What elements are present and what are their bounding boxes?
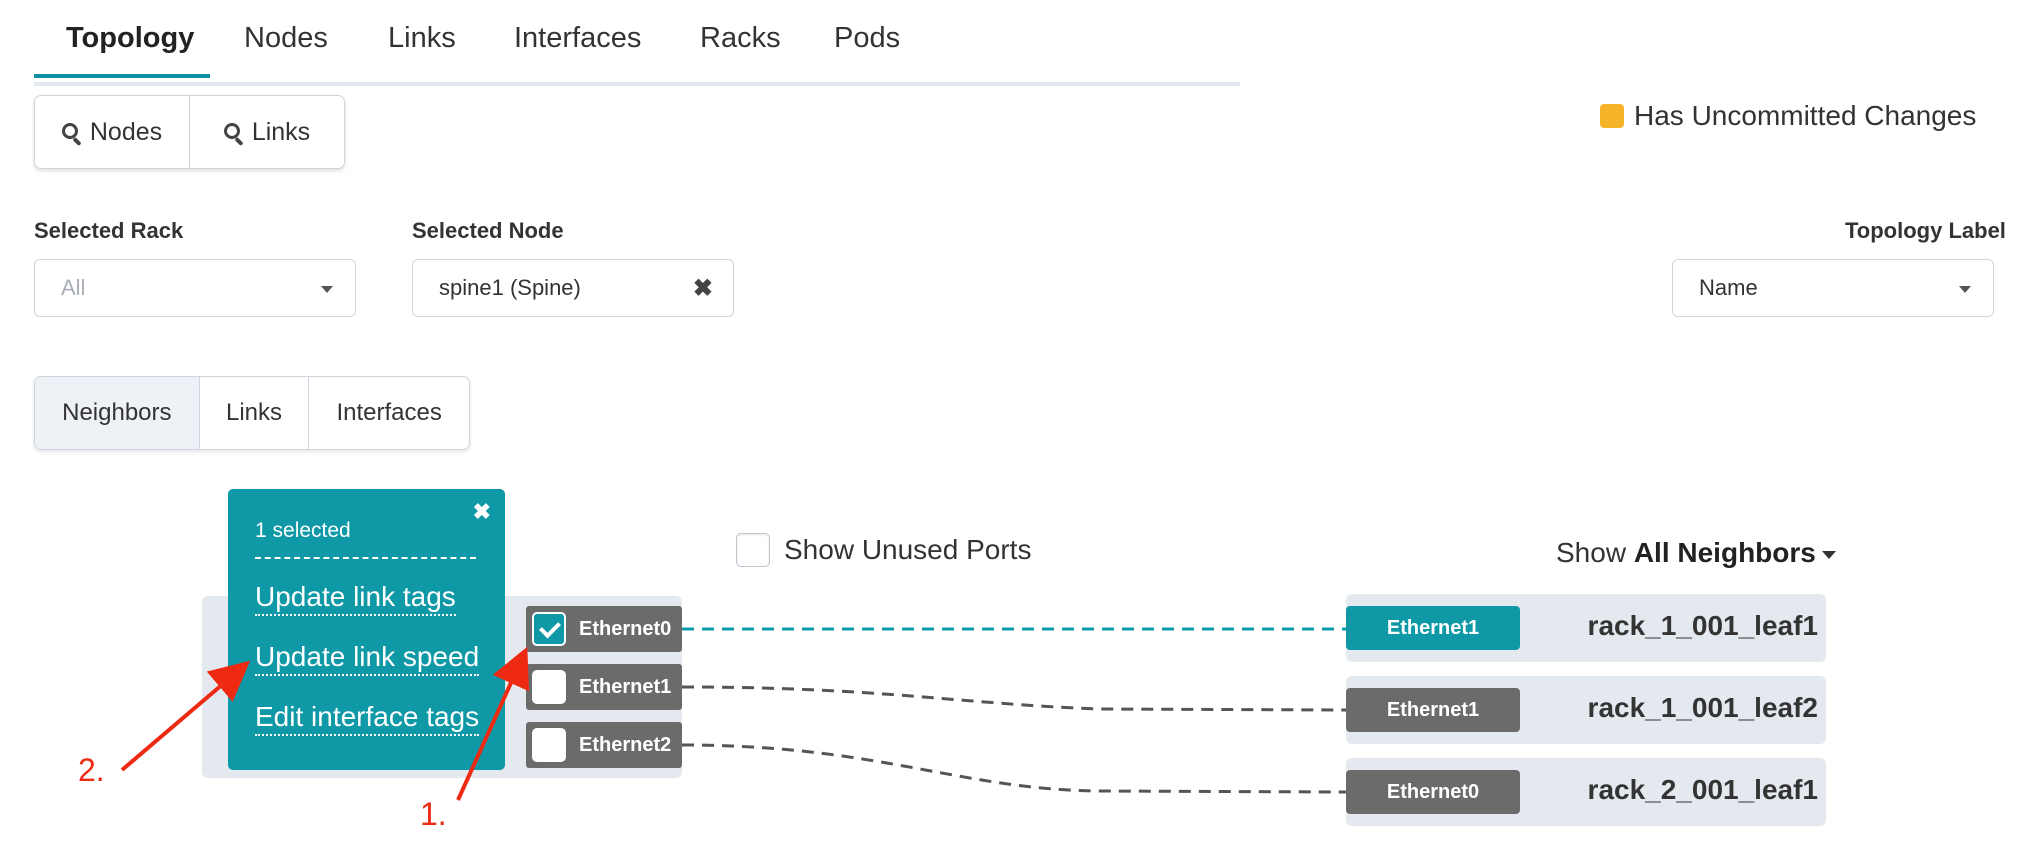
close-icon[interactable]: ✖ [472,499,491,524]
tab-neighbors[interactable]: Neighbors [35,377,199,449]
annotation-arrow-2 [120,660,251,772]
selected-rack-select[interactable]: All [34,259,356,317]
tab-racks[interactable]: Racks [700,22,781,54]
tab-topology[interactable]: Topology [66,22,195,54]
edit-interface-tags-link[interactable]: Edit interface tags [255,701,480,736]
link-line-ethernet1 [681,685,1347,712]
chevron-down-icon [1959,286,1971,293]
search-nodes-button[interactable]: Nodes [35,96,189,168]
neighbor-name: rack_1_001_leaf1 [1587,610,1818,641]
port-label: Ethernet0 [579,618,672,640]
link-line-ethernet2 [681,743,1347,794]
neighbor-interface[interactable]: Ethernet0 [1346,770,1520,814]
selected-node-select[interactable]: spine1 (Spine) ✖ [412,259,734,317]
show-neighbors-dropdown[interactable]: Show All Neighbors [1556,537,1836,569]
topology-label-label: Topology Label [1845,218,2006,243]
neighbor-row[interactable]: Ethernet1 rack_1_001_leaf1 [1346,594,1826,662]
show-neighbors-value: All Neighbors [1633,537,1816,568]
port-label: Ethernet1 [579,676,672,698]
search-icon [223,123,244,147]
uncommitted-label: Has Uncommitted Changes [1634,100,1977,131]
neighbor-row[interactable]: Ethernet0 rack_2_001_leaf1 [1346,758,1826,826]
search-icon [61,123,82,147]
chevron-down-icon [321,286,333,293]
active-tab-indicator [34,74,210,78]
selection-popup: 1 selected ✖ Update link tags Update lin… [228,489,505,770]
port-checkbox-checked[interactable] [532,612,566,646]
popup-divider [255,557,476,559]
port-checkbox[interactable] [532,728,566,762]
show-neighbors-prefix: Show [1556,537,1627,568]
port-label: Ethernet2 [579,734,672,756]
search-links-button[interactable]: Links [189,96,344,168]
top-tab-bar: Topology Nodes Links Interfaces Racks Po… [34,0,1240,86]
neighbor-interface[interactable]: Ethernet1 [1346,606,1520,650]
selected-rack-label: Selected Rack [34,218,184,243]
annotation-label-2: 2. [78,752,105,788]
selected-node-label: Selected Node [412,218,564,243]
neighbors-tab-group: Neighbors Links Interfaces [34,376,470,450]
uncommitted-swatch [1600,104,1624,128]
show-unused-label: Show Unused Ports [784,534,1032,565]
update-link-tags-link[interactable]: Update link tags [255,581,456,616]
tab-interfaces[interactable]: Interfaces [308,377,469,449]
neighbor-name: rack_2_001_leaf1 [1587,774,1818,805]
neighbor-name: rack_1_001_leaf2 [1587,692,1818,723]
topology-label-select[interactable]: Name [1672,259,1994,317]
update-link-speed-link[interactable]: Update link speed [255,641,480,676]
topology-label-value: Name [1699,275,1758,300]
show-unused-ports-toggle[interactable]: Show Unused Ports [736,533,1031,567]
search-nodes-label: Nodes [89,117,163,146]
neighbor-row[interactable]: Ethernet1 rack_1_001_leaf2 [1346,676,1826,744]
port-checkbox[interactable] [532,670,566,704]
clear-icon[interactable]: ✖ [692,275,713,302]
port-ethernet0[interactable]: Ethernet0 [526,606,682,652]
port-ethernet2[interactable]: Ethernet2 [526,722,682,768]
neighbor-interface[interactable]: Ethernet1 [1346,688,1520,732]
show-unused-checkbox[interactable] [736,533,770,567]
annotation-label-1: 1. [420,796,447,832]
caret-down-icon [1821,550,1836,559]
selected-rack-value: All [61,275,86,300]
selection-count: 1 selected [255,519,351,542]
uncommitted-changes-indicator: Has Uncommitted Changes [1600,100,1976,132]
tab-interfaces[interactable]: Interfaces [514,22,642,54]
port-ethernet1[interactable]: Ethernet1 [526,664,682,710]
search-button-group: Nodes Links [34,95,345,169]
tab-pods[interactable]: Pods [834,22,901,54]
tab-links[interactable]: Links [198,377,309,449]
annotation-arrow-1 [456,646,530,801]
tab-links[interactable]: Links [388,22,456,54]
tab-nodes[interactable]: Nodes [244,22,328,54]
selected-node-value: spine1 (Spine) [439,275,581,300]
search-links-label: Links [251,117,311,146]
